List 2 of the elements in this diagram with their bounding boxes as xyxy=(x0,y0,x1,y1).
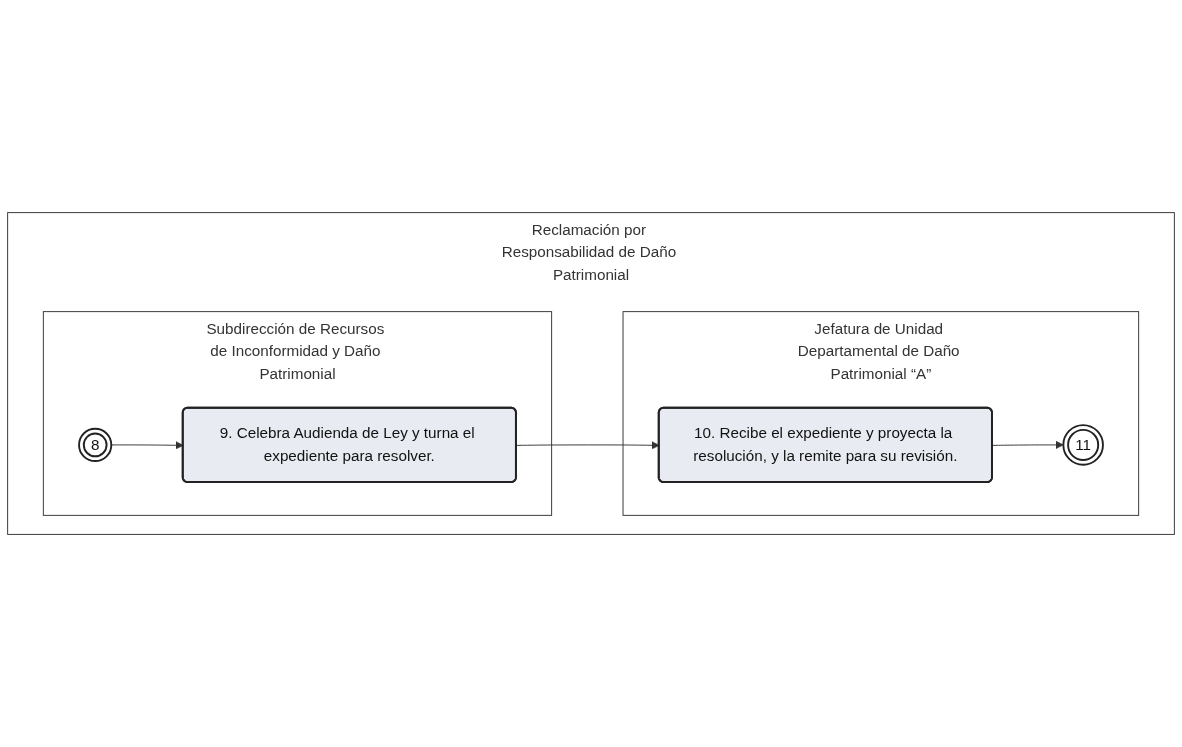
node-circle: 11 xyxy=(1062,424,1104,466)
node-circle: 8 xyxy=(78,427,113,462)
